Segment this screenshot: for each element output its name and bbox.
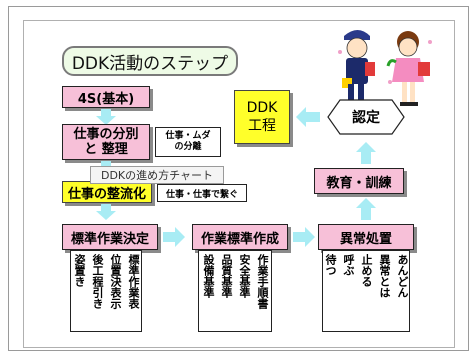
- column-hyojun-sagyo: 標準作業表 位置決表示 後工程引き 姿置き: [70, 250, 142, 332]
- step-ijo: 異常処置: [318, 224, 414, 250]
- step-hyojun-sagyo-label: 標準作業決定: [70, 231, 149, 247]
- step-bunrui-line1: 仕事の分別: [73, 127, 139, 142]
- step-4s-label: 4S(基本): [77, 91, 135, 107]
- column-sagyo-hyojun: 作業手順書 安全基準 品質基準 設備基準: [198, 250, 272, 332]
- step-ddk-line2: 工程: [248, 118, 276, 134]
- step-ddk: DDK 工程: [234, 90, 290, 144]
- arrow-down-icon: [96, 204, 116, 220]
- arrow-right-icon: [163, 227, 185, 247]
- note-tsunagu-label: 仕事・仕事で繋ぐ: [165, 189, 238, 200]
- arrow-up-icon: [356, 198, 376, 220]
- step-nintei-label: 認定: [352, 110, 380, 126]
- step-sagyo-hyojun: 作業標準作成: [192, 224, 288, 250]
- step-sagyo-hyojun-label: 作業標準作成: [200, 231, 279, 247]
- column-ijo: あんどん 異常とは 止める 呼ぶ 待つ: [322, 250, 410, 332]
- step-nintei-shape: [327, 99, 405, 135]
- list-item: 作業手順書: [256, 254, 269, 309]
- note-tsunagu: 仕事・仕事で繋ぐ: [157, 184, 247, 202]
- step-ijo-label: 異常処置: [339, 231, 392, 247]
- list-item: 異常とは: [378, 254, 391, 298]
- step-hyojun-sagyo: 標準作業決定: [62, 224, 158, 250]
- list-item: 安全基準: [238, 254, 251, 298]
- note-muda: 仕事・ムダ の分離: [155, 127, 221, 157]
- step-bunrui-line2: と 整理: [84, 142, 128, 157]
- list-item: 止める: [360, 254, 373, 287]
- arrow-up-icon: [356, 142, 376, 164]
- arrow-right-icon: [293, 227, 315, 247]
- step-seiryuka-label: 仕事の整流化: [67, 186, 146, 202]
- tooltip: DDKの進め方チャート: [90, 166, 224, 184]
- step-kyoiku: 教育・訓練: [314, 168, 404, 194]
- list-item: 位置決表示: [109, 254, 122, 309]
- step-seiryuka: 仕事の整流化: [62, 181, 152, 203]
- list-item: 呼ぶ: [342, 254, 355, 276]
- list-item: 後工程引き: [91, 254, 104, 309]
- list-item: 姿置き: [73, 254, 86, 287]
- arrow-down-icon: [96, 109, 116, 125]
- list-item: 標準作業表: [127, 254, 140, 309]
- list-item: 待つ: [324, 254, 337, 276]
- arrow-left-icon: [296, 107, 320, 127]
- note-muda-line2: の分離: [174, 142, 202, 152]
- step-kyoiku-label: 教育・訓練: [326, 175, 392, 191]
- list-item: 設備基準: [202, 254, 215, 298]
- step-nintei: 認定: [326, 98, 406, 136]
- list-item: あんどん: [396, 254, 409, 298]
- page-title: DDK活動のステップ: [62, 46, 238, 76]
- note-muda-line1: 仕事・ムダ: [165, 131, 211, 141]
- children-illustration-icon: [338, 30, 432, 108]
- step-bunrui: 仕事の分別 と 整理: [62, 124, 150, 160]
- step-ddk-line1: DDK: [246, 100, 278, 116]
- step-4s: 4S(基本): [62, 86, 150, 108]
- list-item: 品質基準: [220, 254, 233, 298]
